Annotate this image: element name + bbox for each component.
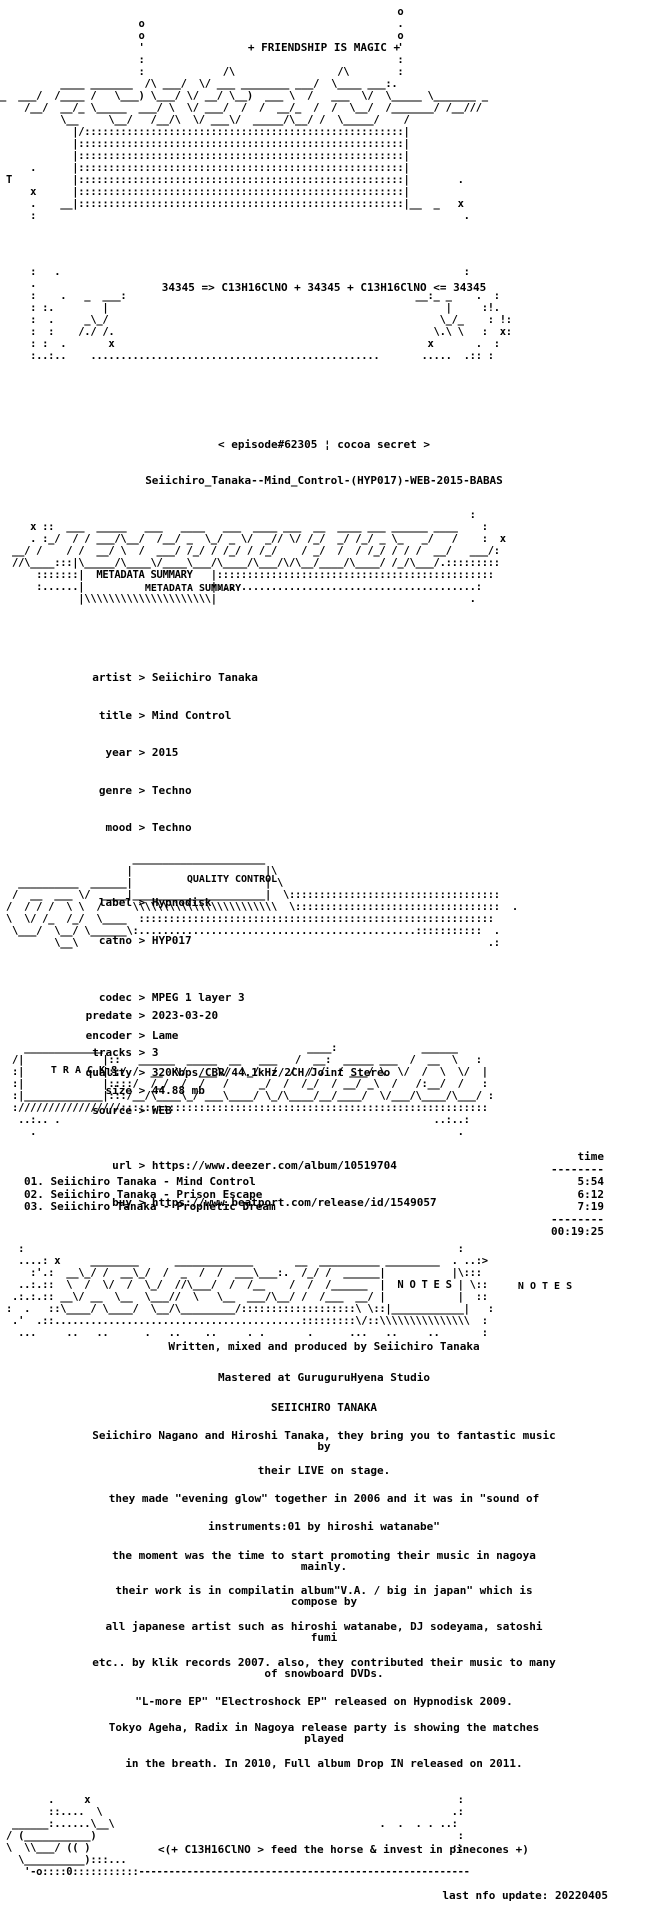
formula-frame-art: : . : . : . _ ___: __:_ _ . : : :. | — [30, 266, 512, 362]
header-logo-art: o o . o o ' — [0, 6, 488, 222]
footer-art: . x : ::.... \ .: ______:......\__\ — [6, 1794, 470, 1878]
meta-size: size > 44.88 mb — [105, 1083, 205, 1097]
tracks-banner-art: _____________ ____: ______ /| |:: ______… — [12, 1042, 494, 1138]
meta-label: label > Hypnodisk — [98, 896, 212, 909]
formula-text: 34345 => C13H16ClNO + 34345 + C13H16ClNO… — [161, 281, 487, 294]
episode-text: < episode#62305 ¦ cocoa secret > — [218, 438, 430, 451]
time-header: time — [577, 1150, 605, 1163]
time-rule: -------- — [551, 1162, 604, 1176]
quality-codec: codec > MPEG 1 layer 3 — [98, 991, 245, 1004]
quality-section-title: QUALITY CONTROL — [186, 874, 278, 885]
tracklist: time -------- 01. Seiichiro Tanaka - Min… — [24, 1150, 604, 1238]
meta-buy: buy > https://www.beatport.com/release/i… — [112, 1196, 437, 1209]
release-name: Seiichiro_Tanaka--Mind_Control-(HYP017)-… — [145, 474, 503, 487]
meta-artist: artist > Seiichiro Tanaka — [92, 671, 258, 684]
quality-encoder: encoder > Lame — [85, 1028, 179, 1042]
motto-text: + FRIENDSHIP IS MAGIC + — [247, 41, 401, 54]
quality-source: source > WEB — [92, 1103, 172, 1117]
last-update: last nfo update: 20220405 — [442, 1889, 608, 1902]
meta-url: url > https://www.deezer.com/album/10519… — [112, 1158, 397, 1172]
meta-mood: mood > Techno — [105, 821, 192, 834]
total-time: 00:19:25 — [551, 1225, 604, 1238]
metadata-list: artist > Seiichiro Tanaka title > Mind C… — [60, 647, 437, 1222]
quality-list: codec > MPEG 1 layer 3 encoder > Lame qu… — [60, 967, 391, 1130]
meta-year: year > 2015 — [105, 746, 179, 759]
metadata-section-title: METADATA SUMMARY — [144, 583, 242, 594]
meta-genre: genre > Techno — [98, 783, 192, 797]
meta-catno: catno > HYP017 — [98, 933, 192, 947]
notes-banner-art: : : ....: x ________ _____________ __ __… — [6, 1243, 494, 1339]
notes-section-title: N O T E S — [517, 1281, 573, 1292]
quality-banner-art: ______________________ | |\ __________ _… — [6, 853, 518, 949]
deezer-link[interactable]: https://www.deezer.com/album/10519704 — [151, 1158, 397, 1172]
beatport-link[interactable]: https://www.beatport.com/release/id/1549… — [151, 1196, 437, 1209]
meta-title: title > Mind Control — [98, 708, 232, 722]
meta-tracks: tracks > 3 — [92, 1046, 159, 1059]
quality-quality: quality > 320Kbps/CBR/44.1kHz/2CH/Joint … — [85, 1066, 391, 1079]
metadata-banner-art: : x :: ___ _____ ___ ____ ___ ____ ___ _… — [12, 509, 506, 605]
meta-predate: predate > 2023-03-20 — [85, 1008, 219, 1022]
tracks-section-title: T R A C K S — [50, 1065, 118, 1076]
footer-tagline: <(+ C13H16ClNO > feed the horse & invest… — [158, 1843, 529, 1856]
